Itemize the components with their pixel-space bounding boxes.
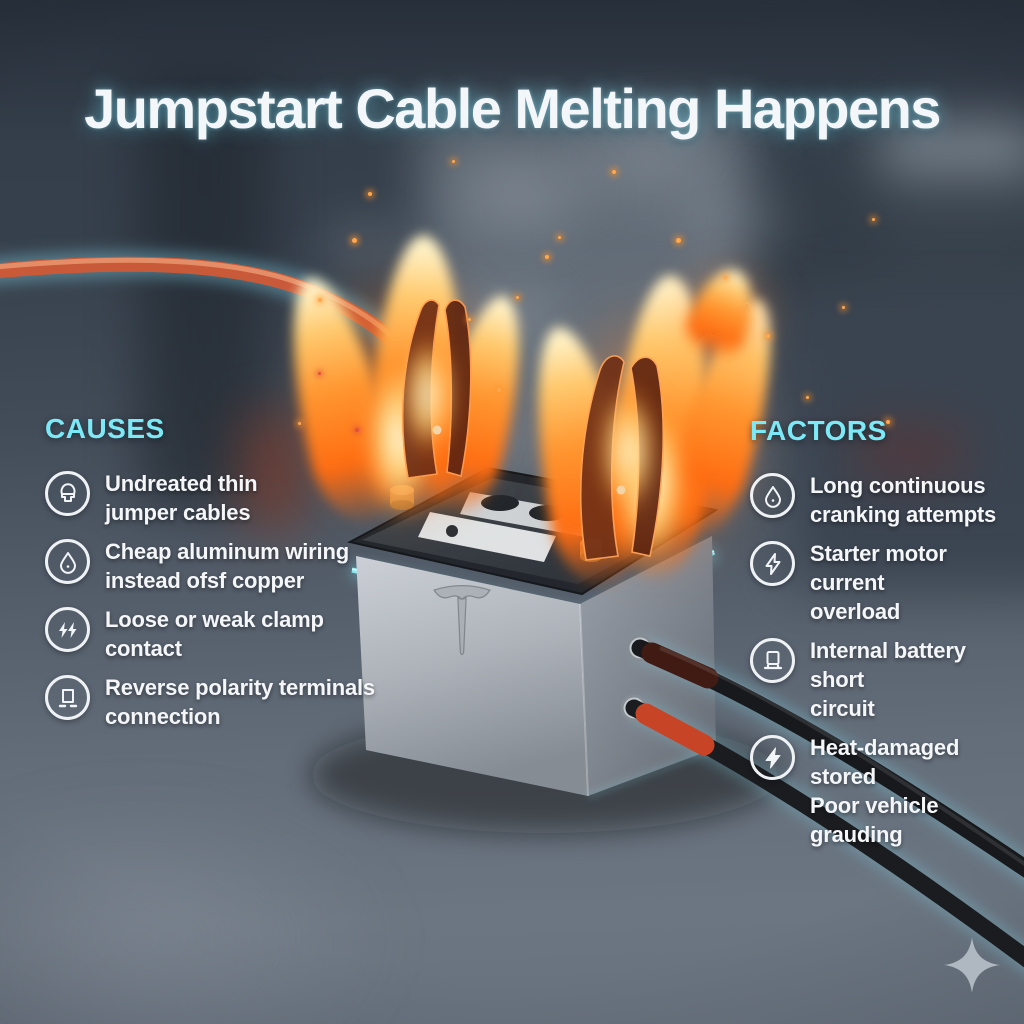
factor-item-text: Heat-damaged stored Poor vehicle graudin… <box>810 733 1020 849</box>
spark <box>368 192 372 196</box>
factor-item-text: Internal battery short circuit <box>810 636 1020 723</box>
factor-item: Heat-damaged stored Poor vehicle graudin… <box>750 733 1020 849</box>
item-line: contact <box>105 636 182 661</box>
cause-item: Loose or weak clamp contact <box>45 605 375 663</box>
cause-item-text: Cheap aluminum wiring instead ofsf coppe… <box>105 537 349 595</box>
item-line: cranking attempts <box>810 502 997 527</box>
factor-item-text: Starter motor current overload <box>810 539 1020 626</box>
spark <box>452 160 455 163</box>
sparkle-watermark-icon <box>944 937 1000 993</box>
spark <box>886 420 890 424</box>
cause-item-text: Undreated thin jumper cables <box>105 469 258 527</box>
spark <box>766 334 770 338</box>
factor-item: Internal battery short circuit <box>750 636 1020 723</box>
spark <box>318 372 321 375</box>
item-line: Loose or weak clamp <box>105 607 324 632</box>
bolt-filled-icon <box>750 735 795 780</box>
spark <box>612 170 616 174</box>
spark <box>318 298 322 302</box>
cause-item: Undreated thin jumper cables <box>45 469 375 527</box>
item-line: Poor vehicle grauding <box>810 793 939 847</box>
item-line: overload <box>810 599 901 624</box>
spark <box>545 255 549 259</box>
clamp-icon <box>45 471 90 516</box>
page-title: Jumpstart Cable Melting Happens <box>84 77 941 140</box>
cause-item-text: Loose or weak clamp contact <box>105 605 324 663</box>
causes-heading: CAUSES <box>45 413 165 444</box>
spark <box>842 306 845 309</box>
item-line: Undreated thin <box>105 471 258 496</box>
computer-icon <box>750 638 795 683</box>
item-line: instead ofsf copper <box>105 568 305 593</box>
cause-item: Cheap aluminum wiring instead ofsf coppe… <box>45 537 375 595</box>
spark <box>806 396 809 399</box>
spark <box>558 236 561 239</box>
spark <box>468 318 471 321</box>
factors-section: FACTORS Long continuous cranking attempt… <box>750 415 1020 859</box>
item-line: Long continuous <box>810 473 986 498</box>
background-car-roof <box>760 175 1024 305</box>
droplet-icon <box>45 539 90 584</box>
cause-item-text: Reverse polarity terminals connection <box>105 673 375 731</box>
flame-highlight <box>596 380 660 520</box>
factors-heading: FACTORS <box>750 415 887 446</box>
item-line: Heat-damaged stored <box>810 735 960 789</box>
spark <box>516 296 519 299</box>
factor-item: Starter motor current overload <box>750 539 1020 626</box>
item-line: jumper cables <box>105 500 251 525</box>
item-line: Starter motor current <box>810 541 947 595</box>
cable-tip-flame <box>655 245 795 385</box>
spark <box>298 422 301 425</box>
smoke <box>500 50 800 260</box>
item-line: connection <box>105 704 221 729</box>
cause-item: Reverse polarity terminals connection <box>45 673 375 731</box>
causes-section: CAUSES Undreated thin jumper cables Chea… <box>45 413 375 741</box>
flame-highlight <box>398 330 458 460</box>
factor-item: Long continuous cranking attempts <box>750 471 1020 529</box>
item-line: circuit <box>810 696 875 721</box>
spark <box>352 238 357 243</box>
item-line: Internal battery short <box>810 638 966 692</box>
spark <box>676 238 681 243</box>
spark <box>355 428 359 432</box>
bolt-outline-icon <box>750 541 795 586</box>
spark <box>497 388 501 392</box>
terminal-device-icon <box>45 675 90 720</box>
droplet-icon <box>750 473 795 518</box>
double-bolt-icon <box>45 607 90 652</box>
factor-item-text: Long continuous cranking attempts <box>810 471 996 529</box>
spark <box>724 276 727 279</box>
item-line: Cheap aluminum wiring <box>105 539 349 564</box>
spark <box>872 218 875 221</box>
background-car-taillight <box>855 430 965 475</box>
item-line: Reverse polarity terminals <box>105 675 375 700</box>
